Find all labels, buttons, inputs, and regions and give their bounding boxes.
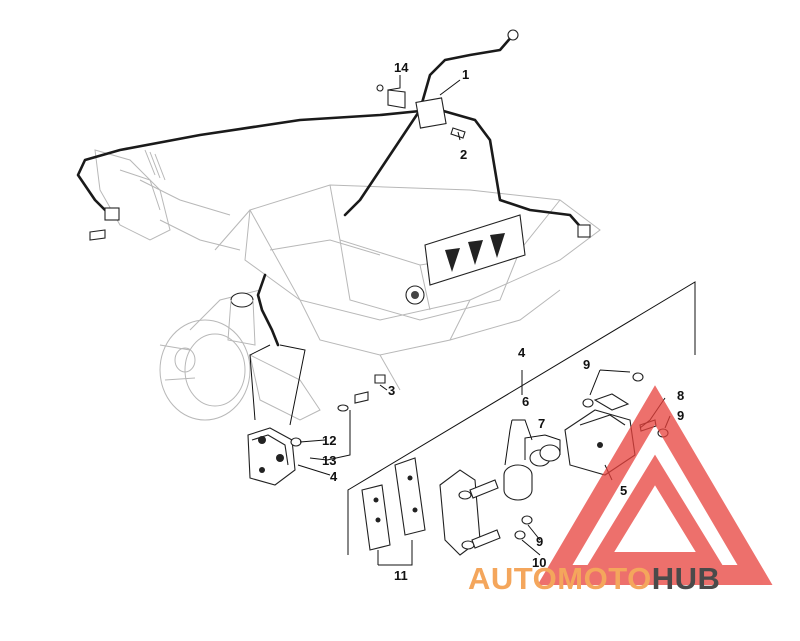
callout-8: 8 bbox=[677, 388, 684, 403]
callout-4-caliper: 4 bbox=[330, 469, 338, 484]
callout-12: 12 bbox=[322, 433, 336, 448]
callout-9-right: 9 bbox=[677, 408, 684, 423]
vehicle-frame-ghost bbox=[139, 179, 601, 391]
callout-6: 6 bbox=[522, 394, 529, 409]
callout-5: 5 bbox=[620, 483, 627, 498]
mounted-caliper bbox=[247, 344, 306, 486]
callout-3: 3 bbox=[388, 383, 395, 398]
left-knuckle-ghost bbox=[94, 149, 171, 241]
caliper-mount-plate bbox=[439, 469, 501, 556]
grille bbox=[405, 214, 526, 305]
callout-7: 7 bbox=[538, 416, 545, 431]
callout-9-top: 9 bbox=[583, 357, 590, 372]
callout-11: 11 bbox=[394, 568, 408, 583]
watermark-text: AUTOMOTOHUB bbox=[468, 561, 720, 596]
callout-4-exploded: 4 bbox=[518, 345, 526, 360]
brake-hose-assembly bbox=[76, 29, 591, 347]
callout-10: 10 bbox=[532, 555, 546, 570]
bracket-plates bbox=[361, 457, 426, 551]
callout-1: 1 bbox=[462, 67, 469, 82]
callout-labels: 1 2 3 4 4 5 6 7 8 9 9 9 10 11 12 13 14 bbox=[322, 60, 684, 583]
callout-2: 2 bbox=[460, 147, 467, 162]
callout-9-bottom: 9 bbox=[536, 534, 543, 549]
watermark-part2: HUB bbox=[652, 561, 721, 596]
watermark-logo bbox=[537, 385, 773, 585]
watermark-part1: AUTOMOTO bbox=[468, 561, 652, 596]
piston-and-seals bbox=[503, 444, 561, 501]
wheel-hub bbox=[159, 292, 321, 421]
callout-14: 14 bbox=[394, 60, 409, 75]
callout-13: 13 bbox=[322, 453, 336, 468]
